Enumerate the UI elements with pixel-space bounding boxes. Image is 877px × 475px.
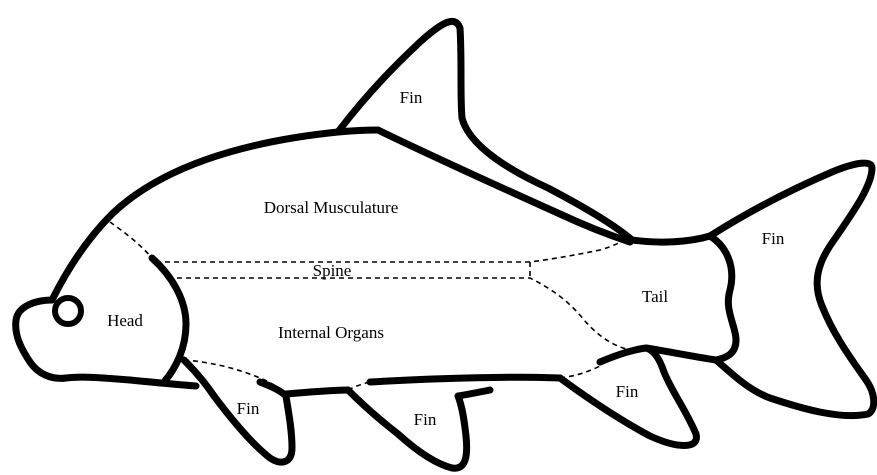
belly-outline-rear	[370, 377, 560, 382]
spine-label: Spine	[313, 261, 352, 280]
dorsal-fin-inner-edge	[378, 130, 630, 242]
belly-fin-divider-3	[560, 366, 600, 378]
belly-outline-middle	[286, 390, 348, 394]
head-dorsal-divider	[110, 222, 152, 258]
head-label: Head	[107, 311, 143, 330]
internal-organs-label: Internal Organs	[278, 323, 384, 342]
anal-fin-label: Fin	[616, 382, 639, 401]
caudal-fin-outline	[710, 163, 874, 416]
spine-bottom-line	[168, 278, 630, 350]
pelvic-fin-2-outline	[348, 390, 490, 468]
pelvic-fin-1-label: Fin	[237, 399, 260, 418]
tail-label: Tail	[642, 287, 668, 306]
spine-top-line	[156, 238, 632, 262]
pelvic-fin-2-label: Fin	[414, 410, 437, 429]
dorsal-musculature-label: Dorsal Musculature	[264, 198, 399, 217]
caudal-fin-label: Fin	[762, 229, 785, 248]
belly-fin-divider-2	[348, 382, 370, 390]
eye-icon	[55, 298, 81, 324]
dorsal-fin-label: Fin	[400, 88, 423, 107]
head-back-curve	[152, 258, 186, 382]
tail-top-outline	[632, 236, 710, 242]
